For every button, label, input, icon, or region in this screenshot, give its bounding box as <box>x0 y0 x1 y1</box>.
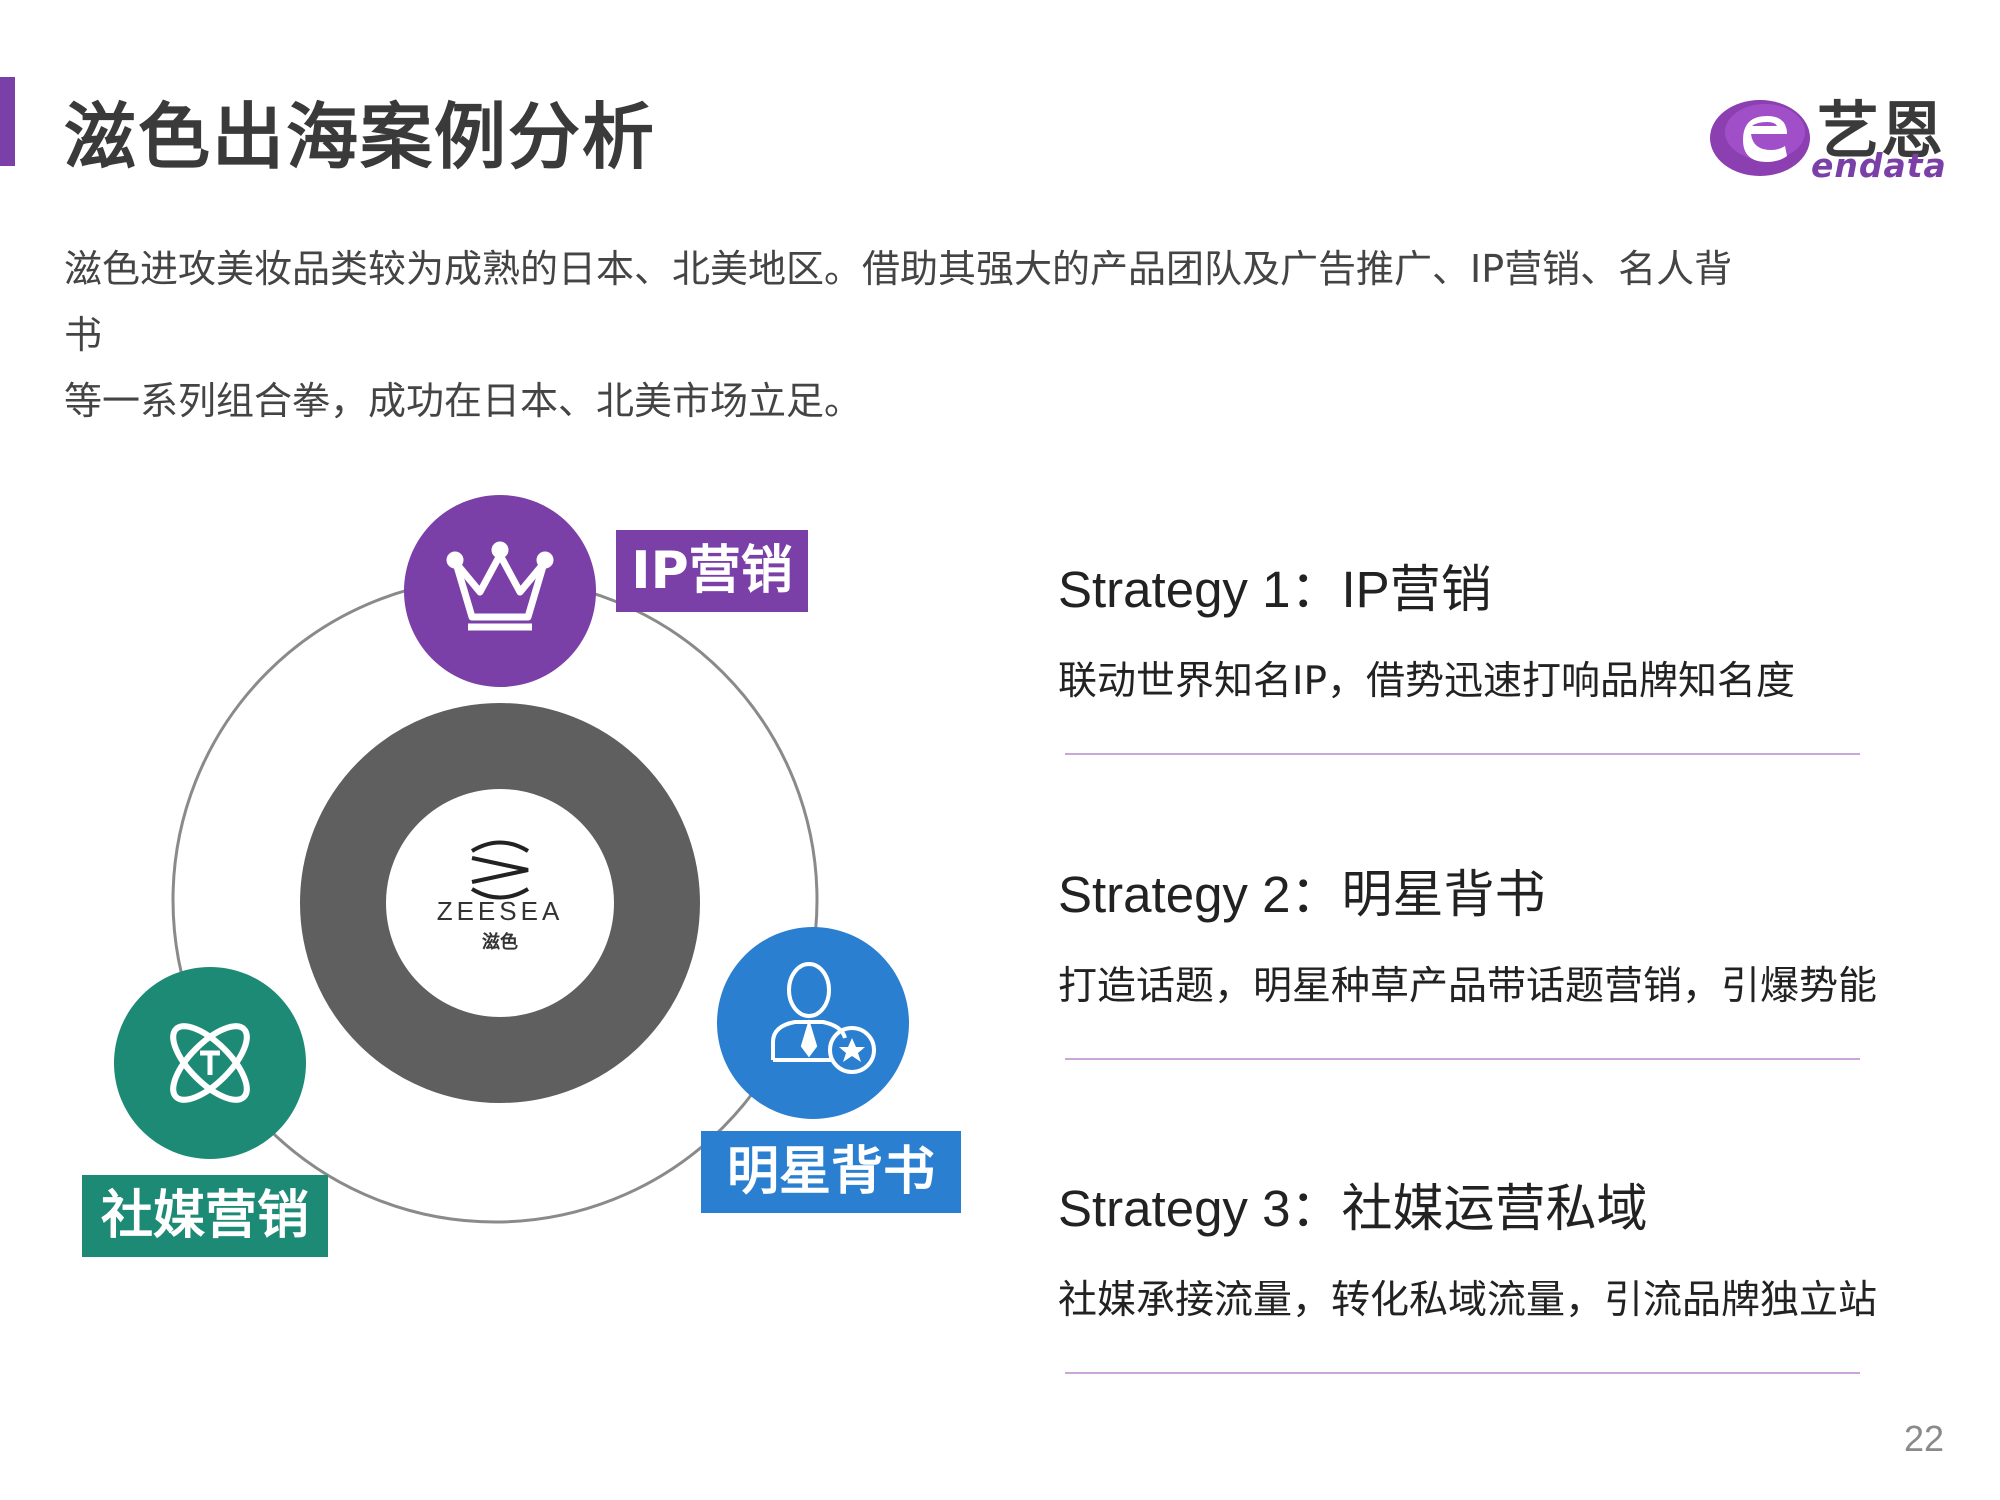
strategy-2-desc: 打造话题，明星种草产品带话题营销，引爆势能 <box>1058 964 1878 1009</box>
zeesea-logo-icon <box>470 840 530 900</box>
page-title: 滋色出海案例分析 <box>64 95 657 179</box>
strategy-2-title: Strategy 2：明星背书 <box>1058 866 1546 923</box>
center-disc <box>387 790 613 1016</box>
strategy-3-title: Strategy 3：社媒运营私域 <box>1058 1180 1648 1237</box>
strategy-1: Strategy 1：IP营销 联动世界知名IP，借势迅速打响品牌知名度 <box>1058 548 1888 755</box>
endata-logo-mark-icon <box>1710 100 1810 176</box>
strategy-3: Strategy 3：社媒运营私域 社媒承接流量，转化私域流量，引流品牌独立站 <box>1058 1167 1888 1374</box>
ip-node-circle <box>404 495 596 687</box>
endata-logo: 艺恩 endata <box>1705 86 1947 186</box>
logo-chinese-text: 艺恩 <box>1817 94 1946 167</box>
strategy-diagram: ZEESEA 滋色 IP营销 明星背书 社媒营销 <box>0 470 1000 1300</box>
ip-marketing-label: IP营销 <box>616 530 808 612</box>
celebrity-icon <box>771 962 876 1074</box>
strategy-1-title: Strategy 1：IP营销 <box>1058 561 1492 618</box>
title-accent-bar <box>0 77 15 166</box>
social-marketing-label: 社媒营销 <box>82 1175 328 1257</box>
celebrity-endorsement-label: 明星背书 <box>701 1131 961 1213</box>
strategy-1-desc: 联动世界知名IP，借势迅速打响品牌知名度 <box>1058 659 1796 704</box>
strategy-3-divider <box>1065 1372 1860 1374</box>
center-brand-cn: 滋色 <box>482 932 518 953</box>
strategy-3-desc: 社媒承接流量，转化私域流量，引流品牌独立站 <box>1058 1278 1878 1323</box>
crown-icon <box>446 541 554 631</box>
center-donut <box>300 703 700 1103</box>
intro-paragraph: 滋色进攻美妆品类较为成熟的日本、北美地区。借助其强大的产品团队及广告推广、IP营… <box>64 247 1733 423</box>
strategy-1-divider <box>1065 753 1860 755</box>
atom-icon <box>170 1023 250 1103</box>
logo-english-text: endata <box>1811 146 1947 185</box>
center-brand-name: ZEESEA <box>436 896 564 926</box>
page-number: 22 <box>1903 1418 1944 1459</box>
strategy-2-divider <box>1065 1058 1860 1060</box>
strategy-2: Strategy 2：明星背书 打造话题，明星种草产品带话题营销，引爆势能 <box>1058 853 1888 1060</box>
